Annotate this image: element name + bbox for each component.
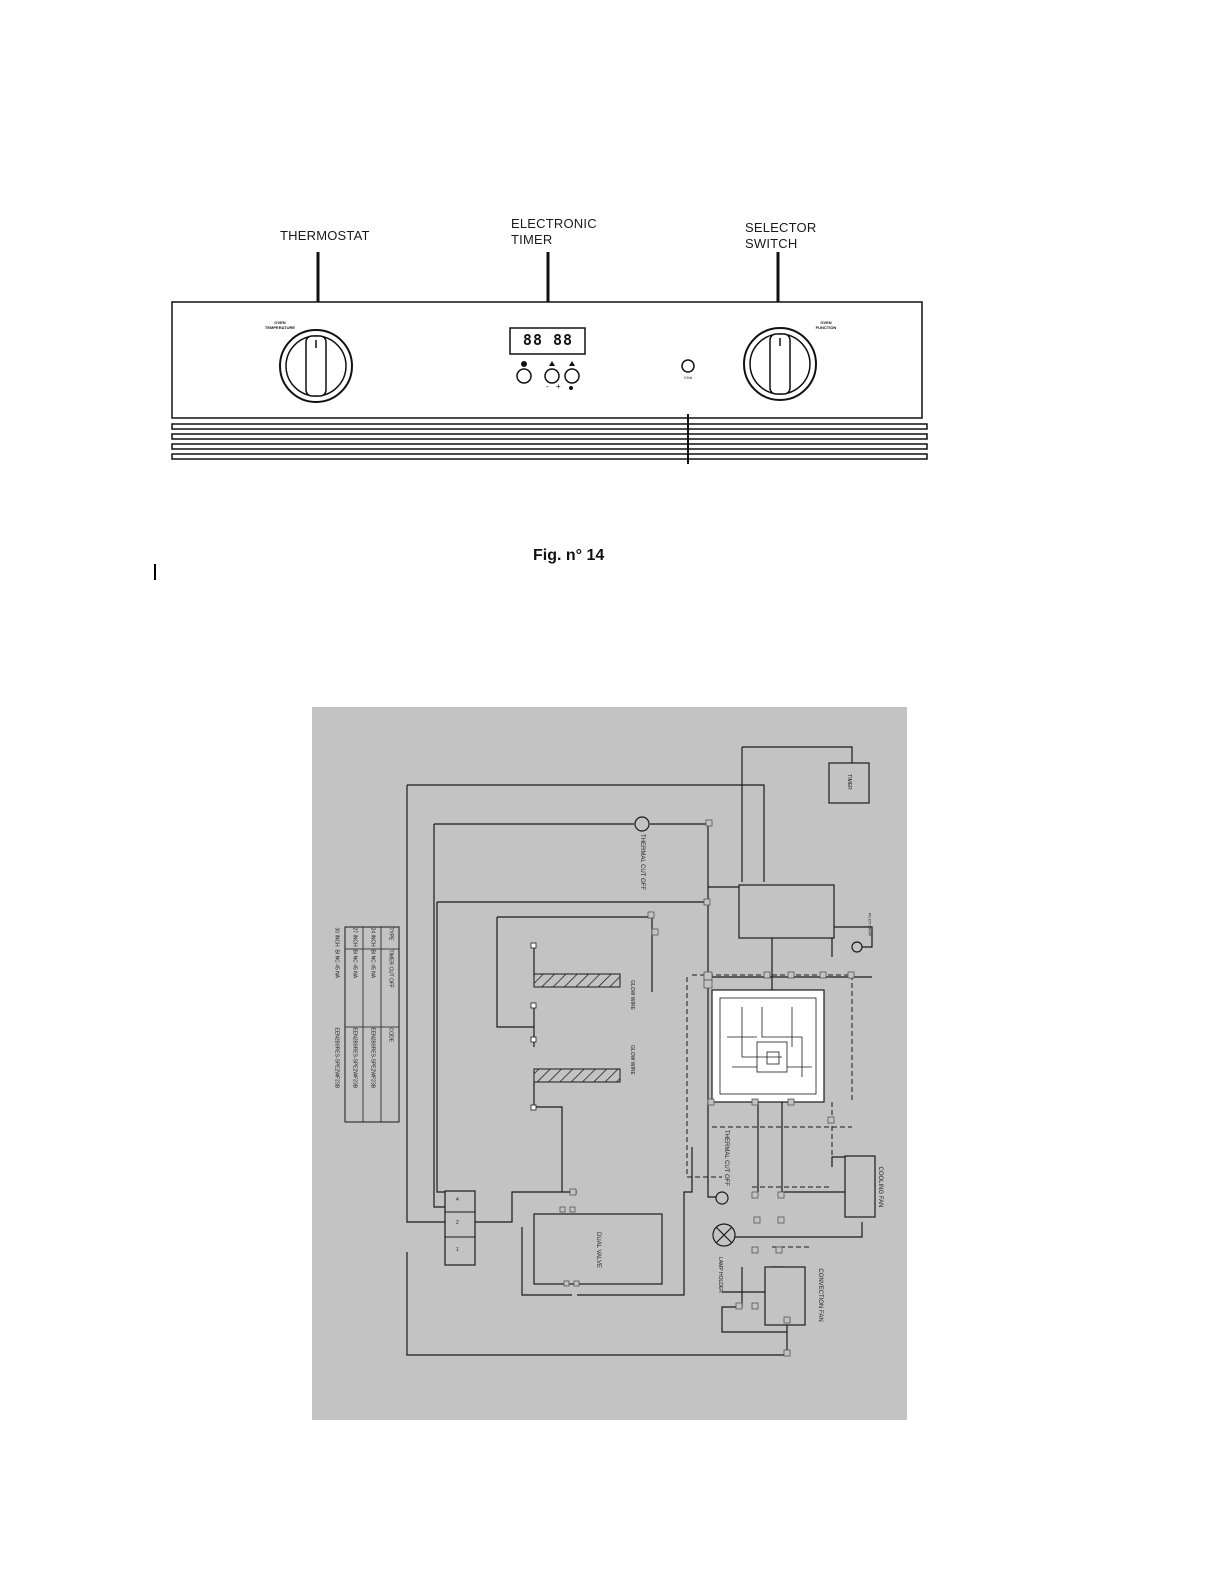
thermostat-knob: [279, 329, 353, 403]
pilot-lamp-label: PILOT LAMP: [867, 912, 873, 937]
table-header-cutoff: TIMER CUT OFF: [387, 949, 394, 989]
callout-selector-line1: SELECTOR: [745, 220, 817, 235]
wiring-diagram: TIMER THERMAL CUT OFF THERMAL CUT OFF GL…: [312, 707, 907, 1420]
table-cell: EEN2B9RES-SPE2WF23B: [369, 1027, 376, 1089]
callout-selector-line2: SWITCH: [745, 236, 798, 251]
lamp-label: CHA: [683, 375, 693, 380]
knob-right-label-line1: OVEN: [820, 320, 832, 325]
wiring-type-table: [344, 926, 400, 1123]
terminal-2-label: 2: [456, 1220, 459, 1226]
terminal-4-label: 4: [456, 1197, 459, 1203]
callout-thermostat: THERMOSTAT: [280, 228, 370, 243]
timer-button-minus-symbol: -: [546, 382, 549, 391]
knob-left-label-line2: TEMPERATURE: [264, 325, 296, 330]
timer-button-plus-symbol: +: [556, 382, 561, 391]
selector-switch-knob: [743, 327, 817, 401]
wiring-diagram-svg: [344, 746, 876, 1357]
table-cell: BI NC 45 NA: [369, 949, 376, 979]
callout-timer-line2: TIMER: [511, 232, 553, 247]
thermal-cutoff-top-label: THERMAL CUT OFF: [639, 833, 645, 890]
convection-fan-label: CONVECTION FAN: [817, 1268, 823, 1322]
table-cell: 24 INCH: [369, 927, 376, 947]
table-cell: 27 INCH: [351, 927, 358, 947]
knob-right-label-line2: FUNCTION: [815, 325, 837, 330]
table-header-type: TYPE: [387, 927, 394, 941]
glow-wire-upper-label: GLOW WIRE: [629, 980, 635, 1010]
cooling-fan-label: COOLING FAN: [877, 1166, 883, 1208]
change-bar: [154, 564, 156, 580]
table-rotated-container: TYPE TIMER CUT OFF CODE 24 INCH BI NC 45…: [346, 928, 400, 1123]
terminal-1-label: 1: [456, 1247, 459, 1253]
table-cell: BI NC 45 NA: [351, 949, 358, 979]
knob-left-label-line1: OVEN: [274, 320, 286, 325]
control-panel-figure: THERMOSTAT ELECTRONIC TIMER SELECTOR SWI…: [0, 0, 1226, 600]
callout-timer-line1: ELECTRONIC: [511, 216, 597, 231]
oven-control-panel: [171, 252, 928, 464]
timer-label: TIMER: [846, 774, 852, 790]
figure-caption: Fig. n° 14: [533, 547, 605, 564]
table-header-code: CODE: [387, 1027, 394, 1042]
lamp-holder-label: LAMP HOLDER: [717, 1257, 723, 1293]
dual-valve-label: DUAL VALVE: [595, 1232, 601, 1268]
thermal-cutoff-bottom-label: THERMAL CUT OFF: [723, 1129, 729, 1186]
timer-display-digits: 88 88: [522, 331, 574, 349]
timer-display: [509, 327, 586, 355]
table-cell: EEN2B9RES-SPE2WF23B: [351, 1027, 358, 1089]
glow-wire-lower-label: GLOW WIRE: [629, 1045, 635, 1075]
